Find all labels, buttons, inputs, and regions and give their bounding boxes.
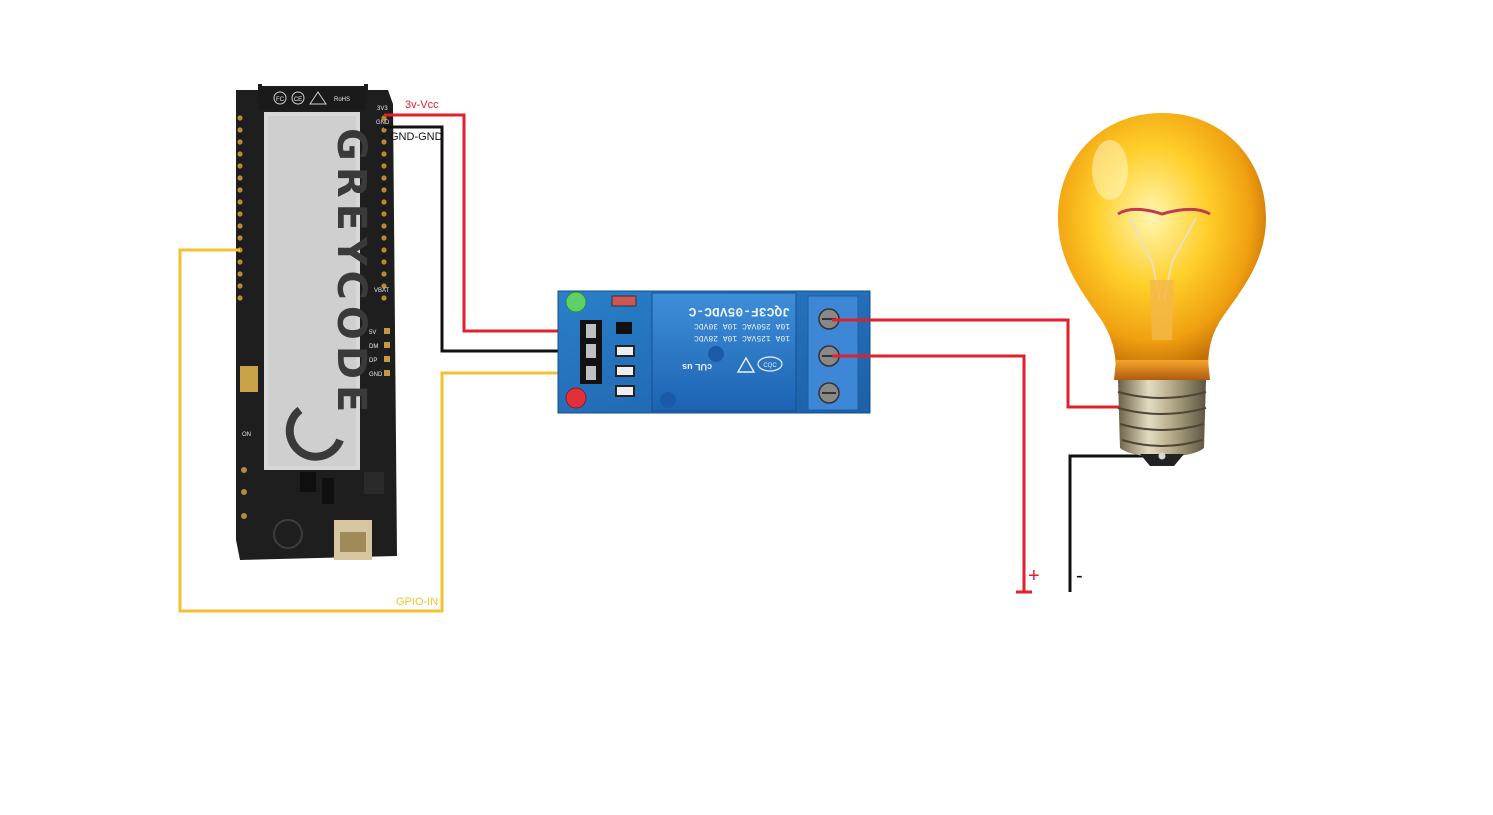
relay-body xyxy=(651,292,797,412)
battery-connector xyxy=(240,366,258,392)
left-header-pins xyxy=(237,115,243,301)
bulb-filament xyxy=(1117,207,1211,216)
status-led xyxy=(565,387,587,409)
cert-mark-ce: CE xyxy=(294,97,302,103)
warning-triangle-icon xyxy=(736,356,756,373)
wire-bulb-to-supply-negative xyxy=(1068,454,1162,592)
light-bulb xyxy=(1058,113,1266,466)
relay-module-icon: JQC3F-05VDC-C 10A 250VAC 10A 30VDC 10A 1… xyxy=(557,290,871,414)
supply-positive-label: + xyxy=(1028,565,1040,587)
relay-cqc-mark: CQC xyxy=(763,363,777,369)
supply-negative-label: - xyxy=(1076,565,1083,587)
microcontroller-board-icon: GREYCODE FC CE RoHS 3V3 GND VBAT 5V DM D… xyxy=(236,84,397,560)
power-led xyxy=(565,291,587,313)
brand-text: GREYCODE xyxy=(328,128,374,418)
bulb-contact xyxy=(1140,454,1184,466)
relay-rating-line-2: 10A 125VAC 10A 28VDC xyxy=(694,333,790,342)
cert-marks: FC CE RoHS xyxy=(273,91,350,105)
label-gpio: GPIO-IN xyxy=(396,596,438,608)
label-gnd: GND-GND xyxy=(390,131,443,143)
relay-module: JQC3F-05VDC-C 10A 250VAC 10A 30VDC 10A 1… xyxy=(557,290,871,414)
pin-label-on: ON xyxy=(242,432,251,438)
brand-logo-arc xyxy=(285,406,344,461)
pin-label-5v: 5V xyxy=(369,330,376,336)
wire-gpio xyxy=(178,248,598,613)
relay-rating-line-1: 10A 250VAC 10A 30VDC xyxy=(694,321,790,330)
pin-label-dm: DM xyxy=(369,344,378,350)
relay-model-text: JQC3F-05VDC-C xyxy=(688,304,790,319)
right-header-pins xyxy=(381,115,387,301)
pin-label-gnd-2: GND xyxy=(369,372,383,378)
pin-label-vbat: VBAT xyxy=(374,288,390,294)
cert-mark-fc: FC xyxy=(276,97,285,103)
pin-label-dp: DP xyxy=(369,358,377,364)
relay-cert-mark: cUL us xyxy=(682,362,712,372)
label-vcc: 3v-Vcc xyxy=(405,99,439,111)
microcontroller-board: GREYCODE FC CE RoHS 3V3 GND VBAT 5V DM D… xyxy=(236,84,397,560)
wire-vcc xyxy=(384,113,598,333)
pin-label-gnd: GND xyxy=(376,120,390,126)
bulb-screw-base xyxy=(1118,380,1206,457)
relay-markings: JQC3F-05VDC-C 10A 250VAC 10A 30VDC 10A 1… xyxy=(688,304,790,342)
wire-gnd xyxy=(384,125,598,353)
wire-relay-to-supply-positive xyxy=(832,354,1032,594)
cert-mark-rohs: RoHS xyxy=(334,97,350,103)
pin-label-3v3: 3V3 xyxy=(377,106,388,112)
light-bulb-icon xyxy=(1058,113,1266,466)
